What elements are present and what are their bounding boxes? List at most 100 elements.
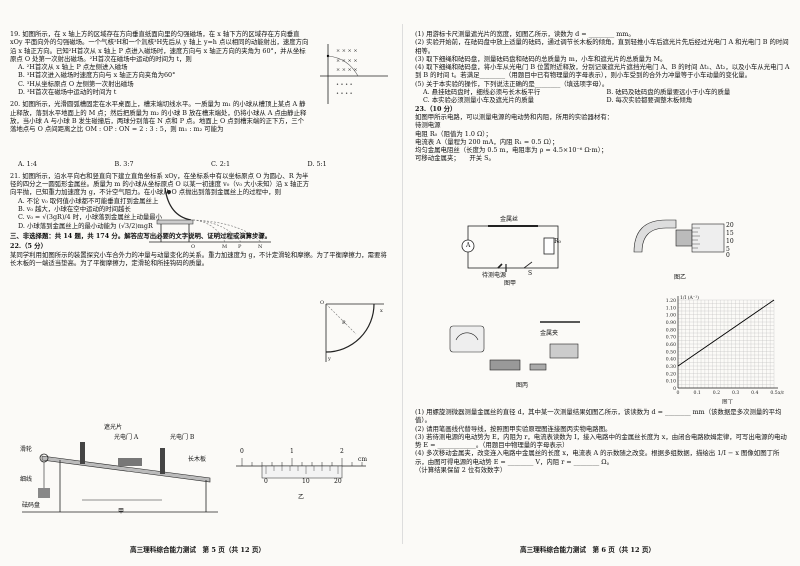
q21-option-a: A. 不论 v₀ 取何值小球都不可能垂直打到金属丝上 [18,196,159,205]
q22-part1: (1) 用游标卡尺测量遮光片的宽度，如图乙所示，读数为 d = ________… [415,30,635,38]
y-tick-label: 0.30 [666,364,676,370]
label-weight: 砝码盘 [22,502,41,509]
label-gate-b: 光电门 B [170,434,195,441]
label-pulley: 滑轮 [20,446,33,453]
q19-option-b: B. ³H首次进入磁场时速度方向与 x 轴正方向夹角为60° [18,71,176,80]
q22-options: A. 悬挂砝码盘时，细线必须与长木板平行 B. 砝码及砝码盘的质量要远小于小车的… [423,88,790,105]
q20-stem: 20. 如图所示，光滑圆弧槽固定在水平桌面上，槽末端切线水平。一质量为 m₁ 的… [10,100,307,134]
q21-option-b: B. v₀ 越大，小球在空中运动的时间越长 [18,205,131,214]
data-line [677,299,775,367]
q23-continued: (1) 用螺旋测微器测量金属丝的直径 d，其中某一次测量结果如图乙所示，该读数为… [415,408,790,474]
q19-option-c: C. ³H从坐标原点 O 左侧第一次射出磁场 [18,79,134,88]
caption-yi: 乙 [298,494,305,501]
q23-part4: (4) 多次移动金属夹，改变连入电路中金属丝的长度 x，电流表 A 的示数随之改… [415,449,780,466]
q23-head: 23.（10 分） [415,104,457,113]
micro-scale-20: 20 [726,222,734,229]
svg-text:× × × ×: × × × × [336,58,358,64]
caption-bing: 图丙 [516,382,529,389]
micrometer-figure-yi: 20 15 10 5 0 图乙 [628,212,738,282]
y-tick-label: 0 [673,386,676,392]
q23-item-1: 电阻 R₀（阻值为 1.0 Ω）； [415,129,492,138]
y-tick-label: 0.80 [666,327,676,333]
page-footer-left: 高三理科综合能力测试 第 5 页（共 12 页） [130,546,266,554]
question-22: 22.（5 分） 某同学利用如图所示的装置探究小车合外力的冲量与动量变化的关系。… [10,242,392,267]
x-tick-label: 0.4 [751,390,758,396]
ruler-tick-0: 0 [240,448,244,455]
circuit-diagram-jia: 金属丝 A R₀ 待测电源 S 图甲 [458,216,568,287]
svg-text:y: y [327,356,331,362]
q23-item-2: 电流表 A（量程为 200 mA，内阻 R₁ = 0.5 Ω）； [415,137,559,146]
q21-option-d: D. 小球落到金属丝上的最小动能为 (√3/2)mgR [18,221,153,230]
ruler-unit: cm [358,456,368,463]
q23-part1: (1) 用螺旋测微器测量金属丝的直径 d，其中某一次测量结果如图乙所示，该读数为… [415,408,782,425]
left-column: 19. 如图所示，在 x 轴上方的区域存在方向垂直纸面向里的匀强磁场，在 x 轴… [10,30,392,269]
ruler-tick-1: 1 [290,448,294,455]
svg-text:P: P [238,244,242,250]
right-column: (1) 用游标卡尺测量遮光片的宽度，如图乙所示，读数为 d = ________… [415,30,790,163]
label-wire: 金属丝 [500,216,519,223]
label-ammeter: A [466,242,471,249]
svg-text:× × × ×: × × × × [336,48,358,54]
q19-option-a: A. ²H首次从 x 轴上 P 点左侧进入磁场 [18,63,128,72]
x-tick-label: 0.3 [732,390,739,396]
label-resistor: R₀ [554,238,561,245]
vernier-tick-0: 0 [264,478,268,485]
label-rope: 细线 [20,476,33,483]
q22-stem: 某同学利用如图所示的装置探究小车合外力的冲量与动量变化的关系。重力加速度为 g，… [10,250,387,267]
vernier-tick-20: 20 [334,478,342,485]
q23-part2: (2) 请用笔画线代替导线，按照图甲实验原理图连接图丙实物电路图。 [415,424,612,433]
micro-scale-10: 10 [726,238,734,245]
svg-text:x: x [380,308,383,314]
micro-scale-0: 0 [726,252,730,259]
svg-text:O: O [191,244,195,250]
caption-jia: 甲 [118,508,125,515]
svg-text:M: M [222,244,227,250]
real-circuit-figure-bing: 金属夹 图丙 [430,300,630,390]
micro-scale-5: 5 [726,246,730,253]
y-tick-label: 1.10 [666,305,676,311]
question-19: 19. 如图所示，在 x 轴上方的区域存在方向垂直纸面向里的匀强磁场，在 x 轴… [10,30,310,96]
y-tick-label: 0.40 [666,357,676,363]
y-tick-label: 0.50 [666,349,676,355]
y-tick-label: 0.10 [666,379,676,385]
label-switch: S [528,270,533,277]
question-21: 21. 如图所示，沿水平向右和竖直向下建立直角坐标系 xOy，在坐标系中有以坐标… [10,172,310,230]
y-tick-label: 0.20 [666,371,676,377]
q23-stem: 如图甲所示电路，可以测量电源的电动势和内阻，所用的实验器材有： [415,112,614,121]
q22-option-c: C. 本实验必须测量小车及遮光片的质量 [423,96,534,105]
caption-jia-circuit: 图甲 [504,280,517,287]
caption-yi-micro: 图乙 [674,274,687,281]
svg-text:• • • •: • • • • [336,91,353,97]
svg-text:O: O [320,300,324,306]
q22-part4: (4) 取下细绳和砝码盘，将小车从光电门 B 位置附近释放，分别记录遮光片遮挡光… [415,63,790,80]
inverse-current-graph: 1.201.101.000.900.800.700.600.500.400.30… [666,294,784,404]
q19-figure: × × × × × × × × × × × × • • • • • • • • [318,38,390,108]
svg-text:× × × ×: × × × × [336,67,358,73]
q22-option-b: B. 砝码及砝码盘的质量要远小于小车的质量 [606,88,731,97]
q23-part3: (3) 若待测电源的电动势为 E，内阻为 r，电流表读数为 I，接入电路中的金属… [415,432,787,450]
q22-apparatus-figure: 遮光片 光电门 A 光电门 B 长木板 滑轮 细线 砝码盘 甲 [20,424,220,516]
label-gate-a: 光电门 A [114,434,139,441]
x-tick-label: 0 [677,390,680,396]
svg-text:• • • •: • • • • [336,82,353,88]
x-axis-label: x/m [778,390,784,396]
q22-part2: (2) 实验开始前，在砝码盘中放上适量的砝码，通过调节长木板的倾角，直到轻推小车… [415,38,789,55]
y-tick-label: 0.60 [666,342,676,348]
q22-option-d: D. 每次实验都要调整木板倾角 [606,96,693,105]
q22-part5: (5) 关于本实验的操作，下列说法正确的是________（填选项字母）。 [415,79,609,88]
q20-option-c: C. 2:1 [211,159,231,168]
q22-head: 22.（5 分） [10,242,47,251]
x-tick-label: 0.1 [694,390,701,396]
q19-option-d: D. ³H首次在磁场中运动的时间为 t [18,88,117,97]
q20-options: A. 1:4 B. 3:7 C. 2:1 D. 5:1 [18,160,392,168]
y-tick-label: 0.70 [666,335,676,341]
q22-option-a: A. 悬挂砝码盘时，细线必须与长木板平行 [423,88,541,97]
y-tick-label: 1.00 [666,313,676,319]
q23-item-4: 可移动金属夹； 开关 S。 [415,154,495,163]
y-tick-label: 1.20 [666,298,676,304]
x-tick-label: 0.2 [713,390,720,396]
q22-vernier-figure: 0 1 2 cm 0 10 20 乙 [232,448,372,502]
label-board: 长木板 [188,456,207,463]
